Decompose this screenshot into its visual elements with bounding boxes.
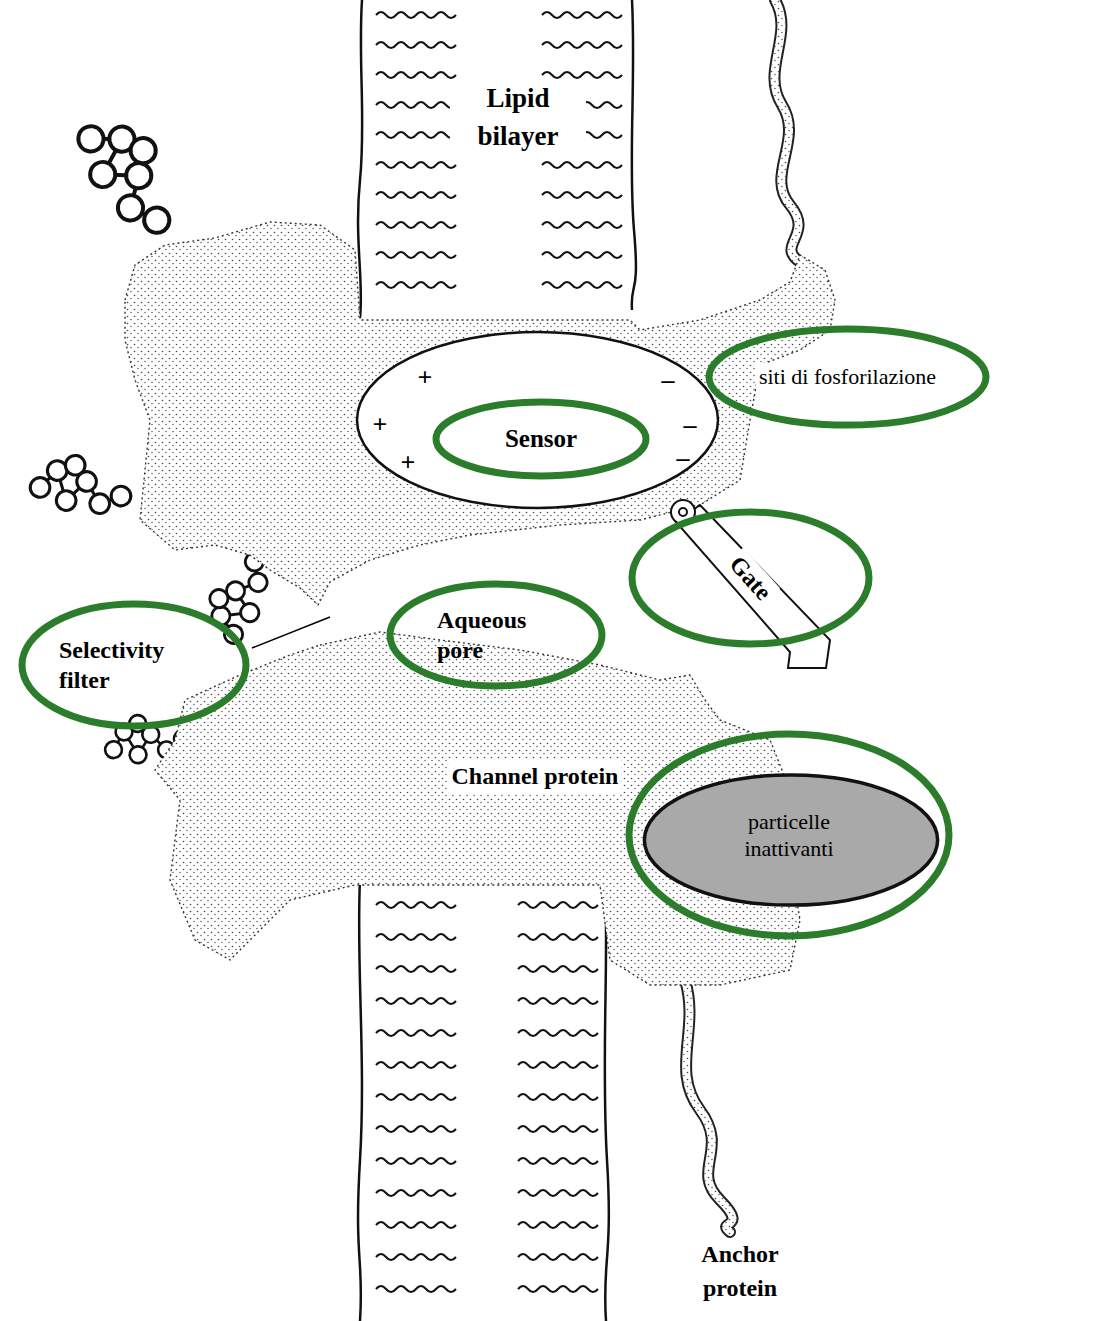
- callout-ellipse: [386, 580, 606, 690]
- highlight-ring: [22, 604, 246, 726]
- text-holder: particelle inattivanti: [625, 730, 953, 940]
- callout-text: siti di fosforilazione: [756, 363, 939, 391]
- callout-text: Gate: [721, 547, 780, 608]
- callout-text: particelle inattivanti: [730, 808, 848, 863]
- channel-protein-body: [125, 222, 835, 985]
- callout-ellipse: [625, 730, 953, 940]
- highlight-ring: [390, 584, 602, 686]
- highlight-ring: [709, 329, 986, 425]
- sensor-outline: [357, 332, 718, 508]
- protein-label: Channel protein: [449, 760, 622, 794]
- particle-ellipse: [644, 775, 937, 905]
- charge-sign: –: [684, 409, 697, 442]
- charge-sign: +: [418, 362, 433, 395]
- anchor-label: Anchor protein: [677, 1238, 803, 1305]
- text-holder: +++–––: [355, 330, 720, 510]
- text-holder: Gate: [628, 508, 873, 648]
- text-holder: Sensor: [432, 398, 650, 480]
- callout-ellipse: [18, 600, 250, 730]
- gate-callout: Gate: [628, 508, 873, 648]
- highlight-ring: [632, 512, 869, 644]
- sensor-callout: Sensor: [432, 398, 650, 480]
- highlight-ring: [436, 402, 646, 476]
- callout-text: Selectivity filter: [59, 635, 209, 695]
- voltage-sensor-region: +++–––Sensor: [355, 330, 720, 510]
- text-holder: siti di fosforilazione: [705, 325, 990, 429]
- inactivating-particle-callout: particelle inattivanti: [625, 730, 953, 940]
- selectivity-filter-callout: Selectivity filter: [18, 600, 250, 730]
- charge-sign: –: [662, 364, 675, 397]
- leader-line: [252, 617, 330, 648]
- charge-sign: +: [401, 447, 416, 480]
- callout-text: Aqueous pore: [437, 605, 555, 665]
- text-holder: Aqueous pore: [386, 580, 606, 690]
- callout-text: Sensor: [505, 423, 577, 454]
- phosphorylation-site-callout: siti di fosforilazione: [705, 325, 990, 429]
- charge-sign: +: [373, 409, 388, 442]
- text-holder: Selectivity filter: [18, 600, 250, 730]
- sensor-oval: [355, 330, 720, 510]
- highlight-ring: [629, 734, 949, 936]
- charge-sign: –: [677, 442, 690, 475]
- membrane-label: Lipid bilayer: [450, 80, 586, 156]
- gate-flap: [671, 500, 830, 668]
- aqueous-pore-callout: Aqueous pore: [386, 580, 606, 690]
